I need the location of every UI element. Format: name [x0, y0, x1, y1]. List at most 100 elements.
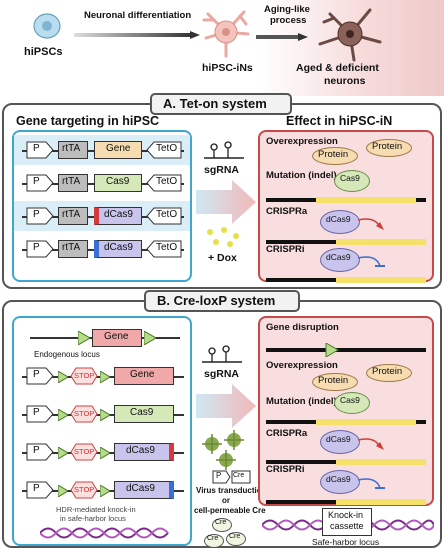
dcas9-label: dCas9	[326, 474, 351, 484]
promoter-label: P	[33, 176, 40, 187]
knockin-cassette-box	[322, 508, 372, 536]
protein-label: Protein	[318, 375, 349, 386]
dcas9-label: dCas9	[104, 209, 133, 220]
cre-protein-icon	[204, 534, 224, 548]
sgrna-icon	[202, 140, 246, 162]
b-left-dna-helix	[39, 524, 170, 542]
aged-label-1: Aged & deficient	[296, 62, 379, 74]
rtta-label: rtTA	[62, 143, 81, 154]
differentiation-arrow	[74, 26, 200, 39]
a-overexpression-label: Overexpression	[266, 136, 338, 147]
b-flow-arrow	[196, 384, 256, 428]
protein-label: Protein	[372, 141, 403, 152]
cre-protein-label: Cre	[215, 519, 227, 526]
b-crispra-dna	[266, 452, 426, 465]
section-a-title-box	[150, 93, 292, 115]
repressor-icon	[356, 254, 386, 270]
a-crispri-dna	[266, 270, 426, 283]
promoter-label: P	[33, 209, 40, 220]
dcas9-label: dCas9	[126, 445, 155, 456]
promoter-label: P	[33, 483, 40, 494]
virus-icon	[198, 430, 250, 472]
gene-label: Gene	[104, 331, 129, 342]
neuron-icon	[196, 4, 256, 60]
differentiation-label: Neuronal differentiation	[84, 10, 192, 21]
teto-label: TetO	[156, 209, 178, 220]
hdr-label-1: HDR-mediated knock-in	[56, 505, 136, 514]
a-crispra-label: CRISPRa	[266, 206, 308, 217]
knockin-label-2: cassette	[330, 521, 364, 531]
stop-label: STOP	[74, 485, 95, 494]
b-mutation-dna	[266, 412, 426, 425]
promoter-label: P	[33, 369, 40, 380]
section-a-title: A. Tet-on system	[163, 96, 267, 111]
stop-label: STOP	[74, 409, 95, 418]
section-a-left-title: Gene targeting in hiPSC	[16, 114, 160, 128]
dcas9-label: dCas9	[104, 242, 133, 253]
rtta-label: rtTA	[62, 209, 81, 220]
dcas9-label: dCas9	[126, 483, 155, 494]
protein-blob	[366, 364, 412, 382]
dox-dots	[204, 226, 244, 248]
dcas9-blob	[320, 210, 360, 234]
cre-protein-label: Cre	[207, 535, 219, 542]
knockin-label-1: Knock-in	[328, 510, 364, 520]
cas9-label: Cas9	[340, 395, 360, 405]
sgrna-label-b: sgRNA	[204, 368, 240, 380]
b-mutation-label: Mutation (indel)	[266, 396, 337, 407]
protein-label: Protein	[318, 149, 349, 160]
teto-label: TetO	[156, 143, 178, 154]
b-overexpression-label: Overexpression	[266, 360, 338, 371]
b-crispri-label: CRISPRi	[266, 464, 305, 475]
cas9-label: Cas9	[340, 173, 360, 183]
protein-blob	[312, 373, 358, 391]
section-b-left-panel	[12, 316, 192, 546]
gene-label: Gene	[106, 143, 131, 154]
dcas9-blob	[320, 248, 360, 272]
protein-blob	[366, 139, 412, 157]
cre-protein-label: Cre	[229, 533, 241, 540]
a-crispra-dna	[266, 232, 426, 245]
dcas9-label: dCas9	[326, 434, 351, 444]
virus-label-1: Virus transduction	[196, 486, 267, 495]
a-mutation-label: Mutation (indel)	[266, 170, 337, 181]
cre-construct-p: P	[216, 471, 222, 480]
gene-label: Gene	[130, 369, 155, 380]
dox-label: + Dox	[208, 252, 237, 264]
b-disruption-label: Gene disruption	[266, 322, 339, 333]
dcas9-blob	[320, 470, 360, 494]
activator-arrow-icon	[356, 436, 386, 452]
aging-label-1: Aging-like	[264, 4, 310, 15]
safe-harbor-label: Safe-harbor locus	[312, 537, 380, 547]
aging-arrow	[256, 28, 308, 41]
stop-label: STOP	[74, 371, 95, 380]
repressor-icon	[356, 476, 386, 492]
promoter-label: P	[33, 143, 40, 154]
section-a-right-title: Effect in hiPSC-iN	[286, 114, 393, 128]
sgrna-label-a: sgRNA	[204, 164, 240, 176]
a-crispri-label: CRISPRi	[266, 244, 305, 255]
rtta-label: rtTA	[62, 176, 81, 187]
cre-construct-icon	[212, 470, 252, 484]
stop-label: STOP	[74, 447, 95, 456]
dcas9-label: dCas9	[326, 252, 351, 262]
cre-construct-label: Cre	[233, 472, 245, 479]
aging-label-2: process	[270, 15, 307, 26]
activator-arrow-icon	[356, 216, 386, 232]
aged-label-2: neurons	[324, 75, 366, 87]
hipsc-label: hiPSCs	[24, 46, 63, 58]
section-b-title: B. Cre-loxP system	[157, 293, 276, 308]
teto-label: TetO	[156, 176, 178, 187]
hdr-label-2: in safe-harbor locus	[60, 514, 126, 523]
b-crispri-dna	[266, 492, 426, 505]
hipsc-cell-icon	[32, 12, 62, 40]
a-flow-arrow	[196, 180, 256, 224]
hipsc-in-label: hiPSC-iNs	[202, 62, 253, 74]
promoter-label: P	[33, 445, 40, 456]
virus-label-2: or	[222, 496, 230, 505]
dcas9-blob	[320, 430, 360, 454]
section-b-title-box	[144, 290, 300, 312]
protein-label: Protein	[372, 366, 403, 377]
sgrna-icon	[200, 344, 244, 366]
dcas9-label: dCas9	[326, 214, 351, 224]
